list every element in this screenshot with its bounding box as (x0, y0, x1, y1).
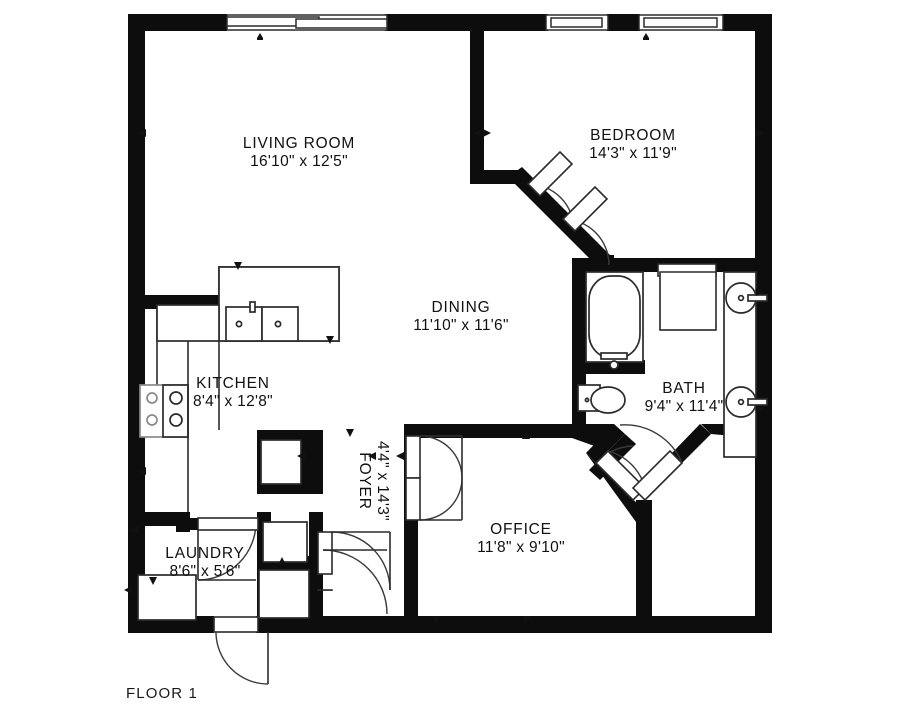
laundry-upper-cabinet (260, 439, 308, 563)
room-label-dining: DINING 11'10" x 11'6" (413, 299, 509, 334)
bathtub (585, 271, 644, 370)
living-room-dimensions: 16'10" x 12'5" (250, 153, 348, 170)
bath-name: BATH (662, 380, 705, 397)
kitchen-name: KITCHEN (196, 375, 270, 392)
door-office-double (405, 435, 463, 521)
room-label-laundry: LAUNDRY 8'6" x 5'6" (165, 545, 244, 580)
door-bath (657, 263, 717, 331)
room-label-kitchen: KITCHEN 8'4" x 12'8" (193, 375, 273, 410)
foyer-dimensions: 4'4" x 14'3" (374, 441, 391, 521)
living-room-name: LIVING ROOM (243, 135, 355, 152)
room-label-living-room: LIVING ROOM 16'10" x 12'5" (243, 135, 355, 170)
kitchen-sink (225, 301, 299, 342)
door-bedroom-double (526, 150, 610, 266)
dining-name: DINING (431, 299, 490, 316)
door-laundry (197, 517, 259, 581)
door-foyer-lower (317, 549, 388, 615)
office-dimensions: 11'8" x 9'10" (477, 539, 565, 556)
room-label-foyer: FOYER 4'4" x 14'3" (356, 441, 391, 521)
room-label-bedroom: BEDROOM 14'3" x 11'9" (589, 127, 677, 162)
window-bedroom-right (638, 14, 724, 40)
window-bedroom-left (545, 14, 609, 31)
vanity-sink-upper (725, 282, 768, 314)
room-label-bath: BATH 9'4" x 11'4" (645, 380, 724, 415)
laundry-name: LAUNDRY (165, 545, 244, 562)
kitchen-dimensions: 8'4" x 12'8" (193, 393, 273, 410)
dining-dimensions: 11'10" x 11'6" (413, 317, 509, 334)
window-living-room (226, 14, 388, 40)
vanity-sink-lower (725, 386, 768, 418)
kitchen-cabinets (187, 341, 220, 512)
floor-label: FLOOR 1 (126, 685, 198, 702)
bedroom-name: BEDROOM (590, 127, 676, 144)
laundry-dimensions: 8'6" x 5'6" (169, 563, 240, 580)
door-hall-right (619, 424, 684, 502)
dimension-markers (124, 129, 764, 624)
washer (137, 574, 197, 621)
door-front-entry (213, 616, 269, 685)
door-foyer-upper (317, 531, 391, 591)
office-name: OFFICE (490, 521, 552, 538)
toilet (577, 384, 626, 414)
bath-dimensions: 9'4" x 11'4" (645, 398, 724, 415)
room-label-office: OFFICE 11'8" x 9'10" (477, 521, 565, 556)
kitchen-range (139, 384, 189, 438)
bedroom-dimensions: 14'3" x 11'9" (589, 145, 677, 162)
foyer-name: FOYER (356, 452, 373, 509)
dryer (258, 569, 310, 619)
